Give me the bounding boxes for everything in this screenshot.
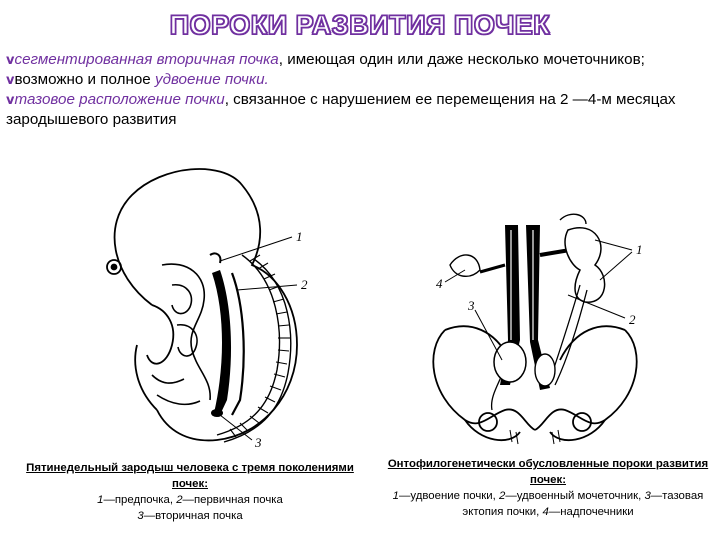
caption-line: 1—удвоение почки, 2—удвоенный мочеточник… [380,488,716,520]
bullet-emphasis: удвоение почки. [154,71,269,88]
figure-label-2: 2 [301,277,308,292]
caption-line: 3—вторичная почка [20,508,360,524]
caption-heading: Онтофилогенетически обусловленные пороки… [387,458,709,486]
pelvic-kidney-shape [493,341,527,383]
caption-text: —удвоенный мочеточник, [505,490,645,502]
caption-number: 3 [644,490,651,502]
caption-text: —удвоение почки, [399,490,499,502]
bullet-item-2: vвозможно и полное удвоение почки. [6,70,714,90]
caption-number: 2 [176,494,183,506]
caption-number: 1 [392,490,399,502]
figure-caption-left: Пятинедельный зародыш человека с тремя п… [20,460,360,524]
caption-text: —первичная почка [182,494,283,506]
bullet-list: vсегментированная вторичная почка, имеющ… [6,50,714,129]
checkmark-icon: v [6,73,15,88]
caption-number: 2 [498,490,506,502]
caption-line: 1—предпочка, 2—первичная почка [20,492,360,508]
bullet-text: , имеющая один или даже несколько мочето… [278,51,645,68]
adrenal-left-shape [449,254,481,277]
kidney-anomalies-illustration: 1 2 3 4 [432,213,643,445]
caption-text: —предпочка, [103,494,177,506]
caption-text: —надпочечники [548,506,634,518]
checkmark-icon: v [6,53,15,68]
bullet-emphasis: сегментированная вторичная почка [14,51,279,68]
bullet-text: , связанное с нарушением ее перемещения … [6,91,676,128]
embryo-illustration: 1 2 3 [106,168,308,450]
bullet-text: возможно и полное [14,71,155,88]
caption-text: —тазовая эктопия почки, [462,490,704,518]
figure-label-2: 2 [629,312,636,327]
figure-label-1: 1 [296,229,303,244]
duplicated-kidney-shape [564,227,606,303]
bullet-item-3: vтазовое расположение почки, связанное с… [6,90,714,129]
caption-text: —вторичная почка [143,510,243,522]
caption-number: 3 [137,510,144,522]
bullet-emphasis: тазовое расположение почки [14,91,225,108]
caption-number: 4 [542,506,549,518]
figure-label-1: 1 [636,242,643,257]
vena-cava-shape [526,225,550,390]
slide-title: ПОРОКИ РАЗВИТИЯ ПОЧЕК [169,9,551,40]
caption-number: 1 [97,494,104,506]
figure-label-3: 3 [467,298,475,313]
checkmark-icon: v [6,93,15,108]
figure-label-3: 3 [254,435,262,450]
somite-stripes [229,254,290,438]
caption-heading: Пятинедельный зародыш человека с тремя п… [26,462,354,490]
primary-kidney-shape [212,270,232,417]
figure-caption-right: Онтофилогенетически обусловленные пороки… [380,456,716,520]
figure-label-4: 4 [436,276,443,291]
bullet-item-1: vсегментированная вторичная почка, имеющ… [6,50,714,70]
